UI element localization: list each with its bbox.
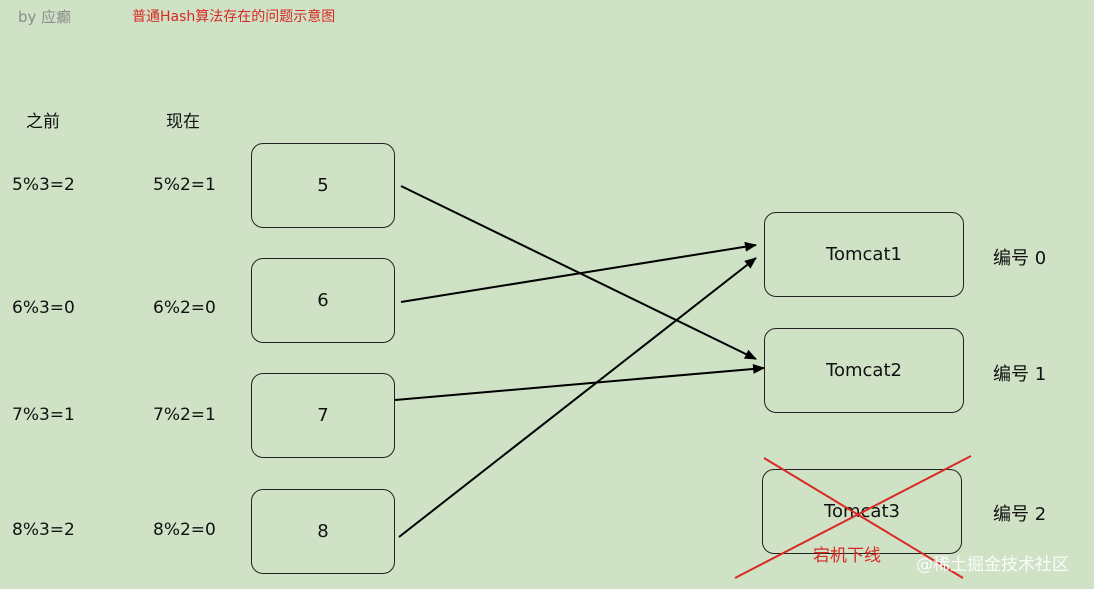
offline-cross-line — [763, 457, 964, 579]
diagram-title: 普通Hash算法存在的问题示意图 — [132, 9, 336, 25]
offline-status-label: 宕机下线 — [813, 546, 881, 566]
watermark: @稀土掘金技术社区 — [916, 555, 1069, 575]
formula-now: 5%2=1 — [153, 175, 216, 195]
column-header-before: 之前 — [26, 112, 60, 132]
key-label: 8 — [317, 521, 329, 542]
author-label: by 应癫 — [18, 8, 72, 26]
key-box: 7 — [251, 373, 395, 458]
formula-before: 6%3=0 — [12, 298, 75, 318]
key-label: 6 — [317, 290, 329, 311]
formula-before: 8%3=2 — [12, 520, 75, 540]
key-box: 8 — [251, 489, 395, 574]
key-label: 5 — [317, 175, 329, 196]
server-number-label: 编号 1 — [993, 364, 1047, 385]
server-name: Tomcat2 — [826, 360, 902, 381]
key-label: 7 — [317, 405, 329, 426]
formula-before: 7%3=1 — [12, 405, 75, 425]
formula-now: 7%2=1 — [153, 405, 216, 425]
offline-cross-line — [734, 455, 972, 579]
mapping-arrow-7-to-tomcat2 — [394, 363, 765, 401]
formula-now: 6%2=0 — [153, 298, 216, 318]
mapping-arrow-8-to-tomcat1 — [398, 257, 757, 538]
server-number-label: 编号 2 — [993, 504, 1047, 525]
column-header-now: 现在 — [166, 112, 200, 132]
key-box: 6 — [251, 258, 395, 343]
mapping-arrow-6-to-tomcat1 — [400, 241, 757, 303]
server-name: Tomcat1 — [826, 244, 902, 265]
formula-before: 5%3=2 — [12, 175, 75, 195]
formula-now: 8%2=0 — [153, 520, 216, 540]
server-box-tomcat1: Tomcat1 — [764, 212, 964, 297]
server-number-label: 编号 0 — [993, 248, 1047, 269]
key-box: 5 — [251, 143, 395, 228]
